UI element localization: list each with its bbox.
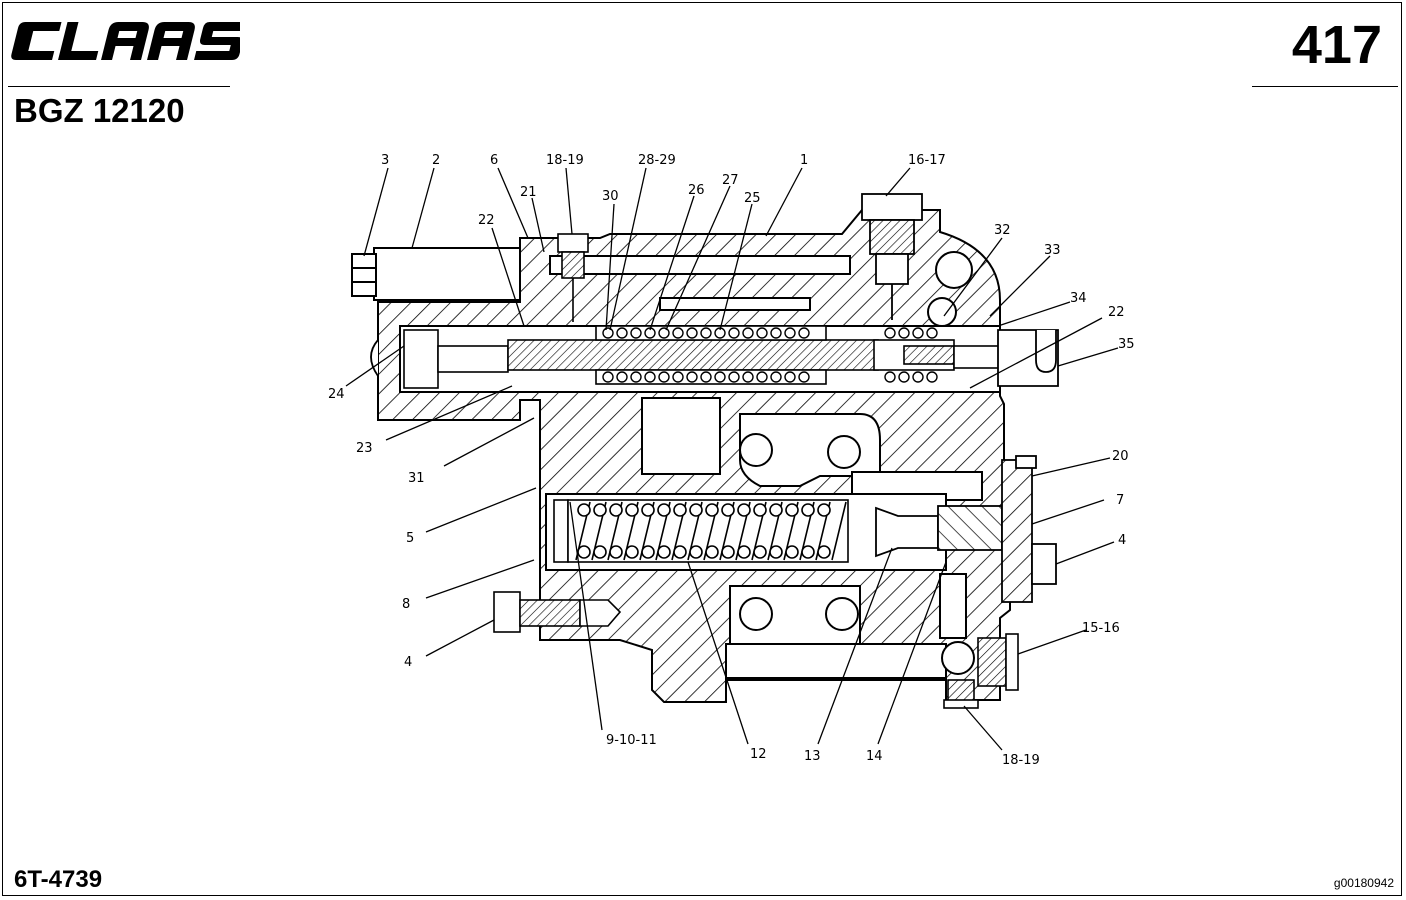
header-rule-right [1252, 86, 1398, 87]
upper-spring [602, 327, 938, 383]
callout-23: 23 [356, 441, 373, 456]
callout-15-16: 15-16 [1082, 621, 1120, 636]
callout-28-29: 28-29 [638, 153, 676, 168]
callout-16-17: 16-17 [908, 153, 946, 168]
callout-4-left: 4 [404, 655, 412, 670]
callout-6: 6 [490, 153, 498, 168]
left-port-bulge [370, 339, 379, 377]
callout-13: 13 [804, 749, 821, 764]
callout-22-right: 22 [1108, 305, 1125, 320]
callout-31: 31 [408, 471, 425, 486]
callout-14: 14 [866, 749, 883, 764]
callout-12: 12 [750, 747, 767, 762]
end-cap [351, 247, 521, 301]
document-id: 6T-4739 [14, 866, 103, 893]
model-number: BGZ 12120 [14, 92, 185, 129]
lower-right-fittings [943, 633, 1019, 709]
callout-22-left: 22 [478, 213, 495, 228]
image-reference: g00180942 [1333, 876, 1394, 890]
leader-lines [345, 167, 1119, 751]
callout-7: 7 [1116, 493, 1124, 508]
callout-24: 24 [328, 387, 345, 402]
bleed-screw-top [557, 233, 589, 322]
callout-26: 26 [688, 183, 705, 198]
callout-35: 35 [1118, 337, 1135, 352]
page-number: 417 [1291, 15, 1382, 75]
callout-20: 20 [1112, 449, 1129, 464]
callout-34: 34 [1070, 291, 1087, 306]
callout-30: 30 [602, 189, 619, 204]
top-fitting [861, 193, 923, 320]
callout-32: 32 [994, 223, 1011, 238]
poppet-and-plug [875, 455, 1057, 603]
callout-18-19-top: 18-19 [546, 153, 584, 168]
callout-18-19-bottom: 18-19 [1002, 753, 1040, 768]
callout-labels: 3 2 6 18-19 28-29 1 16-17 21 30 26 27 25… [328, 153, 1135, 768]
callout-21: 21 [520, 185, 537, 200]
callout-27: 27 [722, 173, 739, 188]
callout-3: 3 [381, 153, 389, 168]
header-rule-left [8, 86, 230, 87]
lower-spring [553, 499, 849, 563]
callout-1: 1 [800, 153, 808, 168]
callout-2: 2 [432, 153, 440, 168]
lower-left-bolt [493, 591, 622, 633]
callout-9-10-11: 9-10-11 [606, 733, 657, 748]
port-circles [739, 251, 975, 675]
callout-4-right: 4 [1118, 533, 1126, 548]
callout-5: 5 [406, 531, 414, 546]
bracket [997, 329, 1059, 387]
callout-8: 8 [402, 597, 410, 612]
callout-33: 33 [1044, 243, 1061, 258]
callout-25: 25 [744, 191, 761, 206]
claas-logo [10, 20, 248, 69]
